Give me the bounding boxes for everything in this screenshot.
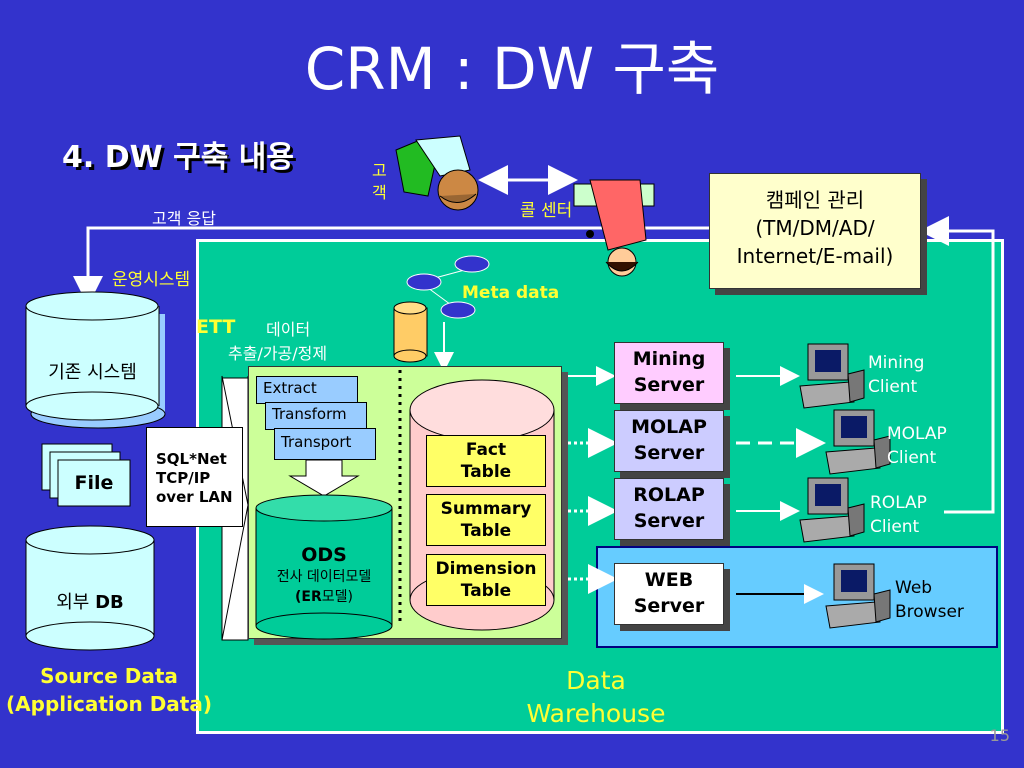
dw-caption-l1: Data bbox=[566, 666, 626, 695]
computer-icon-web bbox=[825, 563, 891, 629]
customer-person-icon bbox=[395, 135, 479, 211]
ett-desc-line2: 추출/가공/정제 bbox=[228, 344, 328, 363]
source-caption-line2: (Application Data) bbox=[6, 692, 212, 716]
web-browser-label: Web Browser bbox=[895, 576, 964, 624]
molap-server-l1: MOLAP bbox=[631, 416, 707, 438]
campaign-line1: 캠페인 관리 bbox=[765, 188, 865, 212]
mining-client-label: Mining Client bbox=[868, 351, 924, 399]
molap-client-l2: Client bbox=[887, 448, 937, 468]
ods-line2: (ER모델) bbox=[256, 586, 392, 606]
section-heading: 4. DW 구축 내용 bbox=[62, 140, 294, 175]
rolap-server-l1: ROLAP bbox=[633, 484, 705, 506]
operation-system-label: 운영시스템 bbox=[112, 270, 191, 290]
summary-table: Summary Table bbox=[426, 494, 546, 546]
source-data-caption: Source Data (Application Data) bbox=[4, 662, 214, 718]
ett-label: ETT bbox=[196, 316, 236, 338]
ods-line2-bold: (ER bbox=[295, 589, 322, 605]
feedback-line bbox=[919, 216, 995, 514]
rolap-client-l1: ROLAP bbox=[870, 493, 927, 513]
web-zone bbox=[596, 546, 998, 648]
mining-client-l1: Mining bbox=[868, 353, 925, 373]
ods-line2-rest: 모델) bbox=[321, 589, 353, 605]
call-center-person-icon bbox=[573, 179, 655, 277]
sql-line2: TCP/IP bbox=[156, 469, 211, 487]
computer-icon-mining bbox=[799, 343, 865, 409]
rolap-client-l2: Client bbox=[870, 517, 920, 537]
sql-line3: over LAN bbox=[156, 488, 233, 506]
ods-title: ODS bbox=[301, 544, 347, 566]
ods-label: ODS 전사 데이터모델 (ER모델) bbox=[256, 544, 392, 606]
transform-step: Transform bbox=[265, 402, 367, 430]
external-db-bold: DB bbox=[95, 592, 124, 613]
web-browser-l1: Web bbox=[895, 578, 933, 598]
molap-server: MOLAP Server bbox=[614, 410, 724, 472]
fact-l1: Fact bbox=[465, 440, 507, 460]
page-number: 15 bbox=[989, 726, 1010, 745]
rolap-server-l2: Server bbox=[633, 510, 705, 532]
fact-l2: Table bbox=[460, 462, 512, 482]
web-server-l2: Server bbox=[633, 595, 705, 617]
meta-data-graphic bbox=[393, 255, 490, 363]
molap-client-l1: MOLAP bbox=[887, 424, 947, 444]
computer-icon-rolap bbox=[799, 477, 865, 543]
external-db-label: 외부 DB bbox=[26, 588, 154, 614]
mining-server: Mining Server bbox=[614, 342, 724, 404]
molap-client-label: MOLAP Client bbox=[887, 422, 947, 470]
summary-l2: Table bbox=[460, 521, 512, 541]
dw-caption-l2: Warehouse bbox=[526, 699, 666, 728]
web-server-l1: WEB bbox=[644, 569, 694, 591]
mining-client-l2: Client bbox=[868, 377, 918, 397]
external-db-prefix: 외부 bbox=[56, 592, 96, 613]
network-protocol-box: SQL*Net TCP/IP over LAN bbox=[146, 427, 243, 527]
dimension-l1: Dimension bbox=[435, 559, 537, 579]
external-db-cylinder bbox=[25, 525, 155, 651]
response-line bbox=[73, 226, 709, 306]
source-caption-line1: Source Data bbox=[40, 664, 178, 688]
customer-response-label: 고객 응답 bbox=[152, 209, 216, 228]
sql-line1: SQL*Net bbox=[156, 450, 227, 468]
legacy-system-label: 기존 시스템 bbox=[48, 362, 137, 383]
campaign-line2: (TM/DM/AD/ bbox=[755, 216, 875, 240]
mining-server-l2: Server bbox=[633, 374, 705, 396]
fact-table: Fact Table bbox=[426, 435, 546, 487]
ett-desc-line1: 데이터 bbox=[266, 320, 311, 339]
computer-icon-molap bbox=[825, 409, 891, 475]
slide-title: CRM : DW 구축 bbox=[304, 35, 720, 103]
ods-line1: 전사 데이터모델 bbox=[276, 569, 372, 585]
dimension-l2: Table bbox=[460, 581, 512, 601]
web-server: WEB Server bbox=[614, 563, 724, 625]
call-center-label: 콜 센터 bbox=[520, 201, 573, 221]
campaign-management-box: 캠페인 관리 (TM/DM/AD/ Internet/E-mail) bbox=[709, 173, 921, 289]
legacy-cylinder bbox=[25, 291, 166, 429]
meta-data-label: Meta data bbox=[462, 283, 560, 303]
campaign-line3: Internet/E-mail) bbox=[736, 244, 894, 268]
web-browser-l2: Browser bbox=[895, 602, 964, 622]
summary-l1: Summary bbox=[440, 499, 532, 519]
rolap-server: ROLAP Server bbox=[614, 478, 724, 540]
extract-step: Extract bbox=[256, 376, 358, 404]
customer-label: 고 객 bbox=[372, 161, 387, 202]
mining-server-l1: Mining bbox=[632, 348, 706, 370]
data-warehouse-caption: Data Warehouse bbox=[496, 664, 696, 730]
rolap-client-label: ROLAP Client bbox=[870, 491, 927, 539]
molap-server-l2: Server bbox=[633, 442, 705, 464]
file-stack bbox=[41, 443, 131, 507]
file-label: File bbox=[74, 472, 114, 494]
dimension-table: Dimension Table bbox=[426, 554, 546, 606]
transport-step: Transport bbox=[274, 428, 376, 460]
